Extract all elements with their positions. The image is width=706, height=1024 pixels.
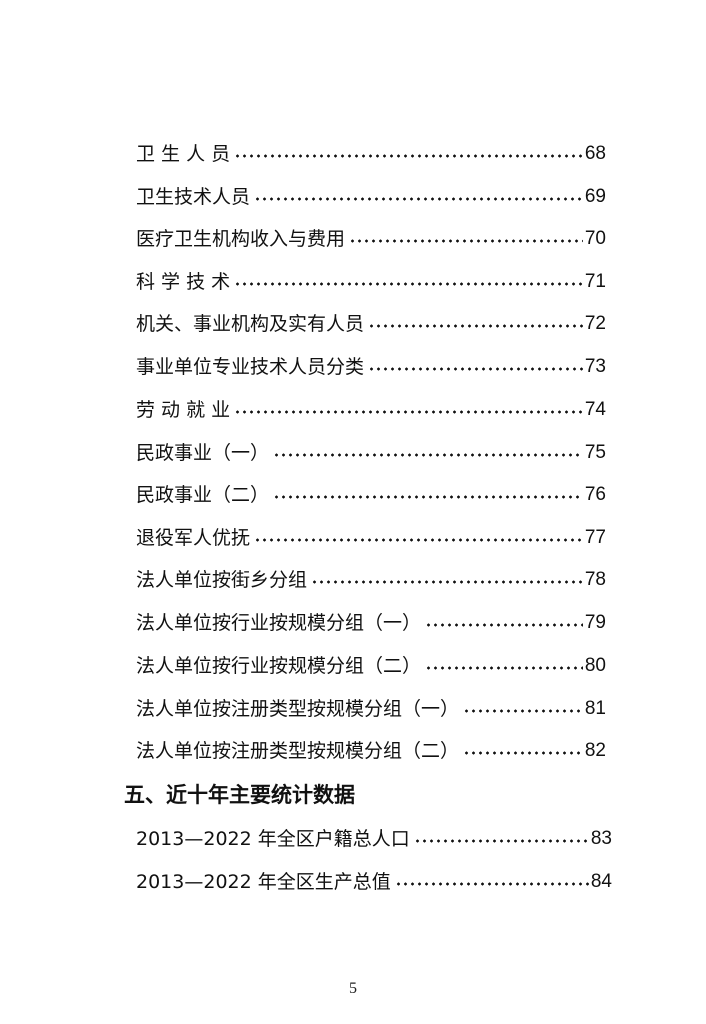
toc-entry[interactable]: 2013—2022 年全区生产总值 84	[136, 864, 612, 894]
toc-entry-page: 79	[584, 612, 606, 633]
toc-entry[interactable]: 机关、事业机构及实有人员 72	[136, 306, 606, 336]
toc-entry-title: 2013—2022 年全区户籍总人口	[136, 828, 410, 850]
toc-entry-title: 法人单位按行业按规模分组（二）	[136, 655, 422, 677]
toc-entry[interactable]: 科 学 技 术 71	[136, 264, 606, 294]
toc-entry-page: 74	[584, 399, 606, 420]
toc-entry[interactable]: 卫生技术人员 69	[136, 179, 606, 209]
dot-leader	[311, 580, 583, 584]
dot-leader	[234, 410, 583, 414]
toc-entry[interactable]: 劳 动 就 业 74	[136, 392, 606, 422]
toc-entry[interactable]: 医疗卫生机构收入与费用 70	[136, 221, 606, 251]
toc-entry[interactable]: 法人单位按注册类型按规模分组（二） 82	[136, 733, 606, 763]
toc-entry-title: 劳 动 就 业	[136, 399, 231, 421]
dot-leader	[349, 239, 583, 243]
toc-entry-page: 84	[590, 871, 612, 892]
toc-entry-title: 法人单位按街乡分组	[136, 569, 308, 591]
toc-entry-page: 72	[584, 313, 606, 334]
dot-leader	[273, 453, 583, 457]
toc-entry-page: 80	[584, 655, 606, 676]
toc-entry-page: 71	[584, 271, 606, 292]
toc-entry-page: 69	[584, 186, 606, 207]
toc-entry[interactable]: 事业单位专业技术人员分类 73	[136, 349, 606, 379]
dot-leader	[254, 538, 583, 542]
dot-leader	[368, 367, 583, 371]
toc-entry[interactable]: 2013—2022 年全区户籍总人口 83	[136, 821, 612, 851]
toc-entry-title: 机关、事业机构及实有人员	[136, 313, 365, 335]
dot-leader	[234, 282, 583, 286]
toc-entry-page: 76	[584, 484, 606, 505]
toc-entry-title: 民政事业（一）	[136, 442, 270, 464]
toc-entry[interactable]: 法人单位按街乡分组 78	[136, 562, 606, 592]
toc-entry-page: 78	[584, 569, 606, 590]
dot-leader	[368, 324, 583, 328]
toc-entry-title: 事业单位专业技术人员分类	[136, 356, 365, 378]
dot-leader	[463, 751, 583, 755]
toc-entry-title: 法人单位按行业按规模分组（一）	[136, 612, 422, 634]
toc-entry[interactable]: 退役军人优抚 77	[136, 520, 606, 550]
toc-entry-title: 卫 生 人 员	[136, 143, 231, 165]
toc-entry-page: 82	[584, 740, 606, 761]
dot-leader	[425, 623, 583, 627]
toc-entry[interactable]: 民政事业（一） 75	[136, 435, 606, 465]
dot-leader	[394, 882, 589, 886]
toc-entry[interactable]: 法人单位按行业按规模分组（一） 79	[136, 605, 606, 635]
dot-leader	[463, 709, 583, 713]
dot-leader	[254, 197, 583, 201]
toc-entry-page: 83	[590, 828, 612, 849]
toc-entry-page: 75	[584, 442, 606, 463]
toc-entry-title: 法人单位按注册类型按规模分组（一）	[136, 698, 460, 720]
toc-entry-page: 73	[584, 356, 606, 377]
toc-entry[interactable]: 法人单位按行业按规模分组（二） 80	[136, 648, 606, 678]
dot-leader	[425, 666, 583, 670]
toc-entry[interactable]: 卫 生 人 员 68	[136, 136, 606, 166]
toc-entry-page: 70	[584, 228, 606, 249]
toc-entry[interactable]: 法人单位按注册类型按规模分组（一） 81	[136, 691, 606, 721]
dot-leader	[234, 154, 583, 158]
toc-entry-page: 77	[584, 527, 606, 548]
dot-leader	[413, 839, 589, 843]
toc-entry-page: 68	[584, 143, 606, 164]
toc-entry-page: 81	[584, 698, 606, 719]
toc-entry-title: 退役军人优抚	[136, 527, 251, 549]
toc-entry-title: 2013—2022 年全区生产总值	[136, 871, 391, 893]
dot-leader	[273, 495, 583, 499]
toc-entry[interactable]: 民政事业（二） 76	[136, 477, 606, 507]
toc-entry-title: 卫生技术人员	[136, 186, 251, 208]
toc-entry-title: 医疗卫生机构收入与费用	[136, 228, 346, 250]
toc-entry-title: 科 学 技 术	[136, 271, 231, 293]
toc-entry-title: 民政事业（二）	[136, 484, 270, 506]
toc-entry-title: 法人单位按注册类型按规模分组（二）	[136, 740, 460, 762]
page-number: 5	[349, 980, 357, 997]
section-heading: 五、近十年主要统计数据	[124, 783, 355, 807]
